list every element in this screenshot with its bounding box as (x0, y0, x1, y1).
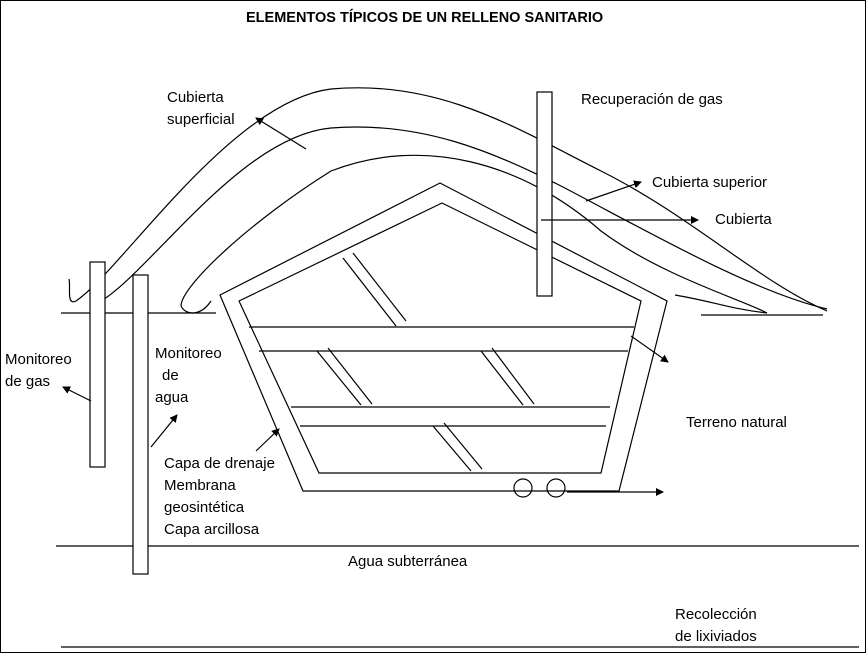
pipe-1b (352, 252, 407, 322)
surface-cover-outer (75, 87, 828, 312)
surface-cover-inner (100, 126, 828, 310)
label-line: Monitoreo (155, 345, 222, 362)
pipe-2a (316, 350, 362, 406)
cell-inner-wall (238, 202, 642, 474)
label-line: superficial (167, 111, 235, 128)
label-agua-subterranea: Agua subterránea (348, 553, 468, 570)
pipe-4b (443, 422, 483, 470)
label-line: Cubierta (167, 89, 224, 106)
arrow-terreno (630, 335, 669, 363)
arrow-monitoreo-agua (150, 414, 178, 448)
label-cubierta-superficial: Cubierta superficial (167, 87, 235, 131)
label-line: geosintética (164, 499, 245, 516)
pipe-3a (480, 350, 524, 406)
label-terreno-natural: Terreno natural (686, 414, 787, 431)
label-capas: Capa de drenaje Membrana geosintética Ca… (164, 453, 275, 541)
diagram-title: ELEMENTOS TÍPICOS DE UN RELLENO SANITARI… (246, 10, 604, 26)
water-monitor-well (132, 274, 149, 575)
gas-recovery-pipe (536, 91, 553, 297)
label-line: de (162, 367, 179, 384)
label-line: agua (155, 389, 189, 406)
label-line: de gas (5, 373, 51, 390)
cover-band-left-curl (180, 300, 212, 314)
arrow-cubierta-superior (585, 180, 642, 202)
leachate-pipe-2 (546, 478, 566, 498)
cell-outer-wall (219, 182, 668, 492)
pipe-3b (491, 347, 535, 405)
label-cubierta: Cubierta (715, 211, 772, 228)
arrow-cubierta-superficial (255, 117, 307, 150)
pipe-2b (327, 347, 373, 405)
leachate-pipe-1 (513, 478, 533, 498)
label-line: Capa de drenaje (164, 455, 275, 472)
pipe-4a (432, 425, 472, 472)
label-monitoreo-agua: Monitoreo de agua (155, 343, 222, 409)
label-monitoreo-gas: Monitoreo de gas (5, 349, 72, 393)
label-cubierta-superior: Cubierta superior (652, 174, 768, 191)
label-recoleccion-lixiviados: Recolección de lixiviados (675, 604, 757, 648)
label-line: Membrana (164, 477, 236, 494)
pipe-1a (342, 257, 397, 327)
label-line: de lixiviados (675, 628, 757, 645)
label-line: Monitoreo (5, 351, 72, 368)
label-recuperacion-gas: Recuperación de gas (581, 91, 723, 108)
arrow-monitoreo-gas (62, 386, 92, 402)
cover-band-left-curl-2 (68, 278, 77, 303)
label-line: Capa arcillosa (164, 521, 260, 538)
gas-monitor-well (89, 261, 106, 468)
arrow-capas (255, 428, 280, 452)
label-line: Recolección (675, 606, 757, 623)
